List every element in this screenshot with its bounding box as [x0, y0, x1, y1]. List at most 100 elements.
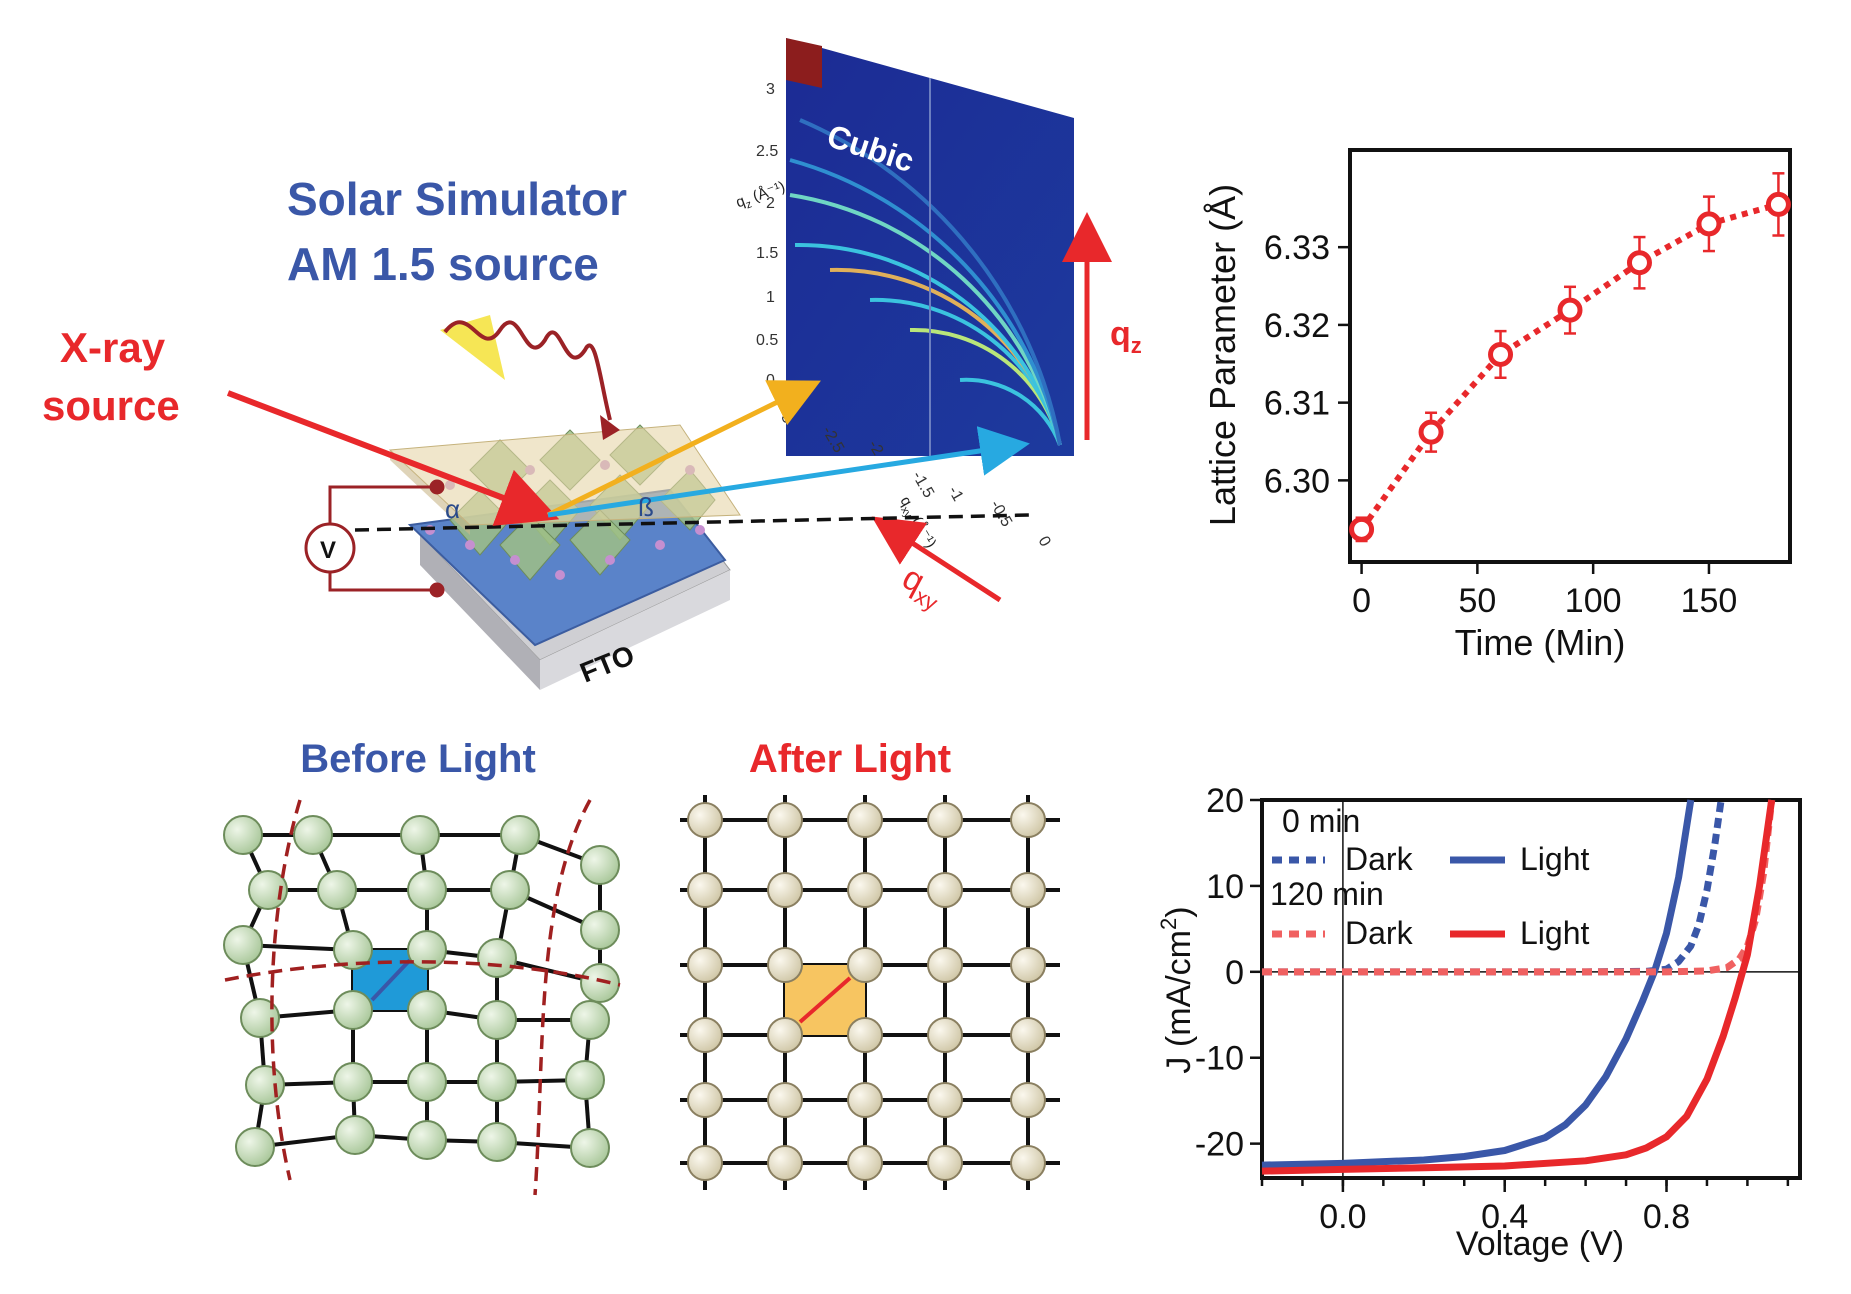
after-atom [927, 1017, 963, 1053]
svg-text:-0.5: -0.5 [987, 498, 1016, 530]
chart2-ytick-label: -20 [1195, 1126, 1244, 1164]
before-atom [407, 930, 447, 970]
lattice-after: After Light [680, 737, 1060, 1190]
before-atom [248, 870, 288, 910]
qz-label: qz [1110, 315, 1142, 358]
svg-text:2.5: 2.5 [756, 143, 778, 160]
after-atom [927, 947, 963, 983]
chart1-xtick-label: 100 [1565, 582, 1622, 620]
before-atom [333, 990, 373, 1030]
after-atom [687, 872, 723, 908]
chart2-xlabel: Voltage (V) [1456, 1225, 1624, 1263]
detector-y-axis-label: qz (Å⁻¹) [734, 178, 788, 211]
after-atom [1010, 802, 1046, 838]
before-atom [570, 1128, 610, 1168]
after-light-title: After Light [749, 737, 951, 781]
before-atom [407, 990, 447, 1030]
xray-title-line1: X-ray [60, 324, 166, 371]
sample-horizon [354, 513, 1031, 532]
chart2-series-120min-light [1261, 799, 1776, 1175]
chart1-point [1696, 211, 1722, 237]
after-atom [767, 1145, 803, 1181]
chart1-ytick-label: 6.33 [1264, 229, 1330, 267]
before-atom [317, 870, 357, 910]
strain-line [224, 960, 621, 987]
after-atom [687, 947, 723, 983]
after-atom [1010, 1082, 1046, 1118]
chart1-xtick-label: 0 [1352, 582, 1371, 620]
before-atom [580, 910, 620, 950]
svg-text:0.5: 0.5 [756, 332, 778, 349]
chart1-point [1488, 341, 1514, 367]
chart1-xlabel: Time (Min) [1455, 622, 1626, 663]
after-atom [927, 1082, 963, 1118]
chart2-frame [1260, 798, 1802, 1180]
svg-text:0: 0 [766, 372, 775, 389]
before-atom [570, 1000, 610, 1040]
svg-text:1.5: 1.5 [756, 245, 778, 262]
before-atom [333, 930, 373, 970]
solar-title-line1: Solar Simulator [287, 173, 627, 225]
chart2-ytick-label: 10 [1206, 868, 1244, 906]
setup-schematic: Cubic 3 2.5 2 1.5 1 0.5 0 qz (Å⁻¹) -3 -2… [42, 38, 1142, 690]
after-atom [927, 1145, 963, 1181]
before-atom [223, 925, 263, 965]
before-atom [293, 815, 333, 855]
chart1-ytick-label: 6.32 [1264, 307, 1330, 345]
svg-text:1: 1 [766, 289, 775, 306]
legend-group-120min: 120 min [1270, 876, 1384, 912]
after-atom [767, 1082, 803, 1118]
before-atom [407, 1120, 447, 1160]
legend-light-120min: Light [1520, 915, 1590, 951]
after-atom [1010, 947, 1046, 983]
beta-label: ß [638, 492, 654, 522]
light-wave [440, 315, 620, 440]
chart1-xtick-label: 50 [1458, 582, 1496, 620]
chart2-ytick-label: -10 [1195, 1040, 1244, 1078]
before-atom [245, 1065, 285, 1105]
strain-line [270, 799, 302, 1181]
chart1-point [1418, 419, 1444, 445]
detector-y-ticks: 3 2.5 2 1.5 1 0.5 0 [756, 81, 778, 389]
chart1-point [1349, 516, 1375, 542]
after-atom [767, 947, 803, 983]
chart1-ylabel: Lattice Parameter (Å) [1202, 184, 1243, 526]
svg-text:2: 2 [766, 195, 775, 212]
chart1-series-line [1359, 201, 1780, 532]
voltmeter-circuit [304, 479, 445, 598]
diffraction-rings [789, 118, 1062, 446]
xray-beam [226, 390, 560, 526]
detector-panel: Cubic 3 2.5 2 1.5 1 0.5 0 qz (Å⁻¹) -3 -2… [734, 38, 1074, 551]
before-atom [240, 998, 280, 1038]
after-atom [847, 1017, 883, 1053]
chart1-frame [1348, 148, 1792, 564]
chart2-xtick-label: 0.4 [1481, 1198, 1528, 1236]
before-atom [235, 1127, 275, 1167]
chart2-series-120min-dark [1262, 799, 1776, 976]
before-atom [407, 870, 447, 910]
after-atom [847, 1145, 883, 1181]
jv-legend: 0 min Dark Light 120 min Dark Light [1270, 803, 1590, 951]
before-atom [400, 815, 440, 855]
before-light-title: Before Light [300, 737, 536, 781]
qxy-arrow [871, 516, 1002, 603]
after-atom [847, 1082, 883, 1118]
after-atom [1010, 1017, 1046, 1053]
after-atom [847, 947, 883, 983]
legend-group-0min: 0 min [1282, 803, 1360, 839]
after-atom [847, 802, 883, 838]
svg-text:-1: -1 [945, 484, 967, 505]
before-cell-arrow [370, 958, 412, 1002]
after-atom [767, 872, 803, 908]
sample-stack: FTO [388, 424, 741, 690]
before-atom [477, 1062, 517, 1102]
qxy-label: qxy [894, 559, 950, 616]
before-atom [333, 1062, 373, 1102]
before-atom [477, 938, 517, 978]
chart1-point [1626, 250, 1652, 276]
legend-dark-0min: Dark [1345, 841, 1414, 877]
